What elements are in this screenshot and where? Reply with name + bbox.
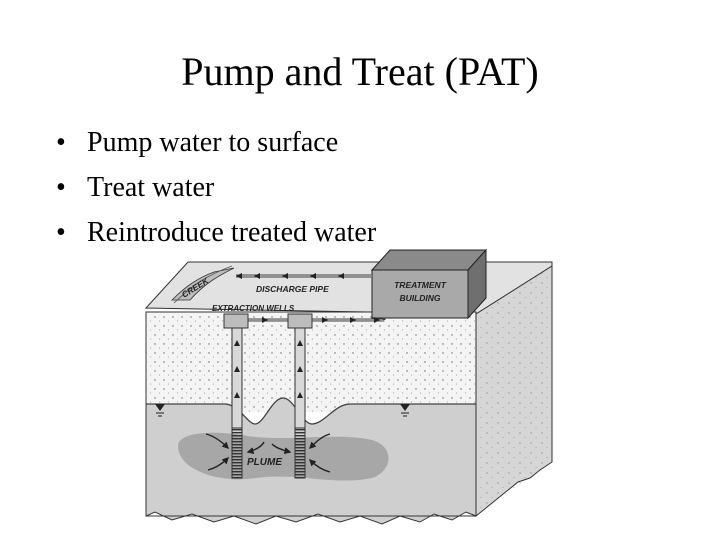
bullet-text: Treat water (87, 172, 215, 203)
vadose-zone-texture (146, 312, 476, 412)
treatment-building-front (371, 269, 469, 319)
plume (178, 432, 389, 481)
bullet-icon: • (56, 172, 66, 203)
bullet-item: • Treat water (56, 165, 376, 210)
water-table-icon (400, 404, 410, 417)
well-screen-icon (294, 427, 306, 479)
flow-arrow-icon (236, 273, 344, 279)
slide-title: Pump and Treat (PAT) (181, 49, 539, 94)
plume-label: PLUME (247, 457, 282, 468)
bullet-list: • Pump water to surface • Treat water • Rei… (56, 120, 376, 255)
well-head (223, 313, 249, 329)
water-table-icon (155, 404, 165, 417)
flow-arrow-icon (234, 340, 303, 398)
bullet-text: Pump water to surface (87, 127, 339, 158)
treatment-building-top (370, 249, 488, 271)
well-head (287, 313, 313, 329)
creek-bank (173, 265, 233, 304)
block-front-outline (145, 311, 477, 517)
flow-arrow-icon (262, 317, 380, 323)
treatment-building-label-line1: TREATMENT (394, 280, 447, 290)
extraction-wells-label: EXTRACTION WELLS (212, 304, 295, 313)
creek (171, 267, 235, 301)
bullet-icon: • (56, 127, 66, 158)
discharge-pipe-label: DISCHARGE PIPE (256, 284, 329, 294)
treatment-building-label-line2: BUILDING (399, 293, 440, 303)
water-table-line (146, 397, 476, 425)
flow-arrow-icon (205, 433, 331, 473)
bullet-icon: • (56, 217, 66, 248)
bullet-item: • Reintroduce treated water (56, 210, 376, 255)
well-screen-icon (231, 427, 243, 479)
bullet-item: • Pump water to surface (56, 120, 376, 165)
bullet-text: Reintroduce treated water (87, 217, 377, 248)
